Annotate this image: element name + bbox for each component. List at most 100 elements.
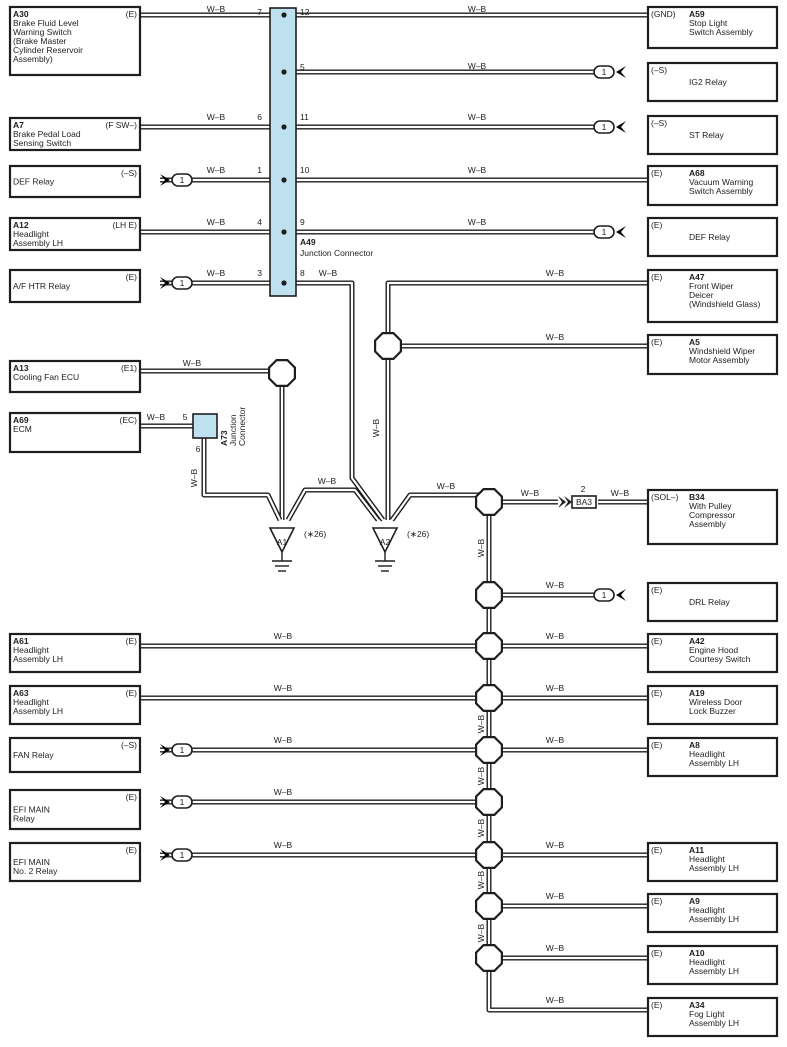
a49-pin-3: 3 bbox=[257, 268, 262, 278]
right-component-ig2-relay-terminal: (–S) bbox=[651, 65, 667, 75]
pin-connector-fan-number: 1 bbox=[180, 745, 185, 755]
left-component-def-relay bbox=[8, 164, 142, 199]
left-component-fan-relay-terminal: (–S) bbox=[121, 740, 137, 750]
right-component-st-relay bbox=[646, 114, 779, 156]
wire-color-label: W–B bbox=[318, 476, 337, 486]
left-component-a61-code: A61 bbox=[13, 636, 29, 646]
wire-color-label-vertical: W–B bbox=[476, 766, 486, 785]
pin-connector-efi-main-number: 1 bbox=[180, 797, 185, 807]
left-component-a63 bbox=[8, 684, 142, 726]
inline-connector-ba3 bbox=[571, 495, 597, 509]
wire-color-label: W–B bbox=[546, 631, 565, 641]
connector-arrow bbox=[616, 589, 626, 601]
right-component-ig2-relay-name: IG2 Relay bbox=[689, 77, 728, 87]
left-component-a-f-htr-relay bbox=[8, 268, 142, 304]
a49-pin-9: 9 bbox=[300, 217, 305, 227]
pin-connector-def-right-number: 1 bbox=[602, 227, 607, 237]
left-component-a61-terminal: (E) bbox=[126, 636, 138, 646]
wire-color-label: W–B bbox=[207, 268, 226, 278]
pin-connector-af-htr bbox=[171, 276, 193, 290]
wire-color-label-vertical: W–B bbox=[371, 418, 381, 437]
left-component-a69-terminal: (EC) bbox=[120, 415, 138, 425]
a73-pin-6: 6 bbox=[196, 444, 201, 454]
junction-dot bbox=[281, 12, 287, 18]
junction-dot bbox=[281, 280, 287, 286]
splice-spine bbox=[475, 891, 503, 921]
pin-connector-efi-main-2-number: 1 bbox=[180, 850, 185, 860]
right-component-def-relay-terminal: (E) bbox=[651, 220, 663, 230]
left-component-a13-terminal: (E1) bbox=[121, 363, 137, 373]
wire-main-spine bbox=[486, 502, 648, 1013]
junction-dot bbox=[281, 124, 287, 130]
pin-connector-def-right bbox=[593, 225, 615, 239]
left-component-a-f-htr-relay-name: A/F HTR Relay bbox=[13, 281, 71, 291]
wire-color-label: W–B bbox=[437, 481, 456, 491]
splice-spine bbox=[475, 840, 503, 870]
right-component-a11-code: A11 bbox=[689, 845, 704, 855]
wire-color-label: W–B bbox=[546, 995, 565, 1005]
ba3-arrow-2 bbox=[564, 496, 572, 508]
wire-a2-spine-core bbox=[391, 493, 489, 521]
right-component-def-relay-name: DEF Relay bbox=[689, 232, 731, 242]
right-component-a19 bbox=[646, 684, 779, 726]
left-component-a7-code: A7 bbox=[13, 120, 24, 130]
right-component-a68-code: A68 bbox=[689, 168, 705, 178]
pin-connector-efi-main bbox=[171, 795, 193, 809]
wire-color-label: W–B bbox=[468, 112, 487, 122]
left-component-efi-main-terminal: (E) bbox=[126, 845, 138, 855]
right-component-def-relay bbox=[646, 216, 779, 258]
ground-a1-code: A1 bbox=[277, 537, 288, 547]
wire-color-label: W–B bbox=[147, 412, 166, 422]
left-component-a63-code: A63 bbox=[13, 688, 29, 698]
wire-color-label: W–B bbox=[546, 735, 565, 745]
left-component-a13-name: Cooling Fan ECU bbox=[13, 372, 79, 382]
wire-color-label: W–B bbox=[319, 268, 338, 278]
left-component-a7 bbox=[8, 116, 142, 152]
left-component-a30-code: A30 bbox=[13, 9, 29, 19]
right-component-a5 bbox=[646, 333, 779, 376]
wire-color-label-vertical: W–B bbox=[476, 818, 486, 837]
wire-color-label: W–B bbox=[468, 217, 487, 227]
ground-a2 bbox=[371, 527, 399, 554]
pin-connector-drl-number: 1 bbox=[602, 590, 607, 600]
left-component-a12-code: A12 bbox=[13, 220, 29, 230]
connector-arrow bbox=[160, 277, 170, 289]
connector-arrow bbox=[160, 174, 170, 186]
a49-pin-6: 6 bbox=[257, 112, 262, 122]
connector-arrow bbox=[160, 796, 170, 808]
ground-a2-note: (∗26) bbox=[407, 529, 429, 539]
wire-color-label: W–B bbox=[546, 840, 565, 850]
left-component-a63-terminal: (E) bbox=[126, 688, 138, 698]
right-component-a8-terminal: (E) bbox=[651, 740, 663, 750]
a73-name: JunctionConnector bbox=[228, 407, 247, 446]
right-component-a59-code: A59 bbox=[689, 9, 705, 19]
wire-color-label: W–B bbox=[546, 332, 565, 342]
wire-color-label: W–B bbox=[274, 787, 293, 797]
right-component-a5-terminal: (E) bbox=[651, 337, 663, 347]
wire-color-label: W–B bbox=[274, 735, 293, 745]
splice-spine bbox=[475, 580, 503, 610]
right-component-drl-relay bbox=[646, 581, 779, 623]
wire-color-label: W–B bbox=[183, 358, 202, 368]
right-component-a34-code: A34 bbox=[689, 1000, 705, 1010]
a49-pin-11: 11 bbox=[300, 112, 309, 122]
pin-connector-drl bbox=[593, 588, 615, 602]
wire-a73-down bbox=[201, 437, 283, 522]
right-component-b34 bbox=[646, 488, 779, 546]
wire-color-label: W–B bbox=[546, 891, 565, 901]
ba3-arrow bbox=[558, 496, 566, 508]
wire-color-label-vertical: W–B bbox=[476, 538, 486, 557]
connector-arrow bbox=[616, 66, 626, 78]
ground-a2-code: A2 bbox=[380, 537, 391, 547]
wire-main-spine-core bbox=[487, 502, 648, 1012]
right-component-a5-code: A5 bbox=[689, 337, 700, 347]
wire-color-label: W–B bbox=[207, 217, 226, 227]
right-component-b34-terminal: (SOL–) bbox=[651, 492, 679, 502]
